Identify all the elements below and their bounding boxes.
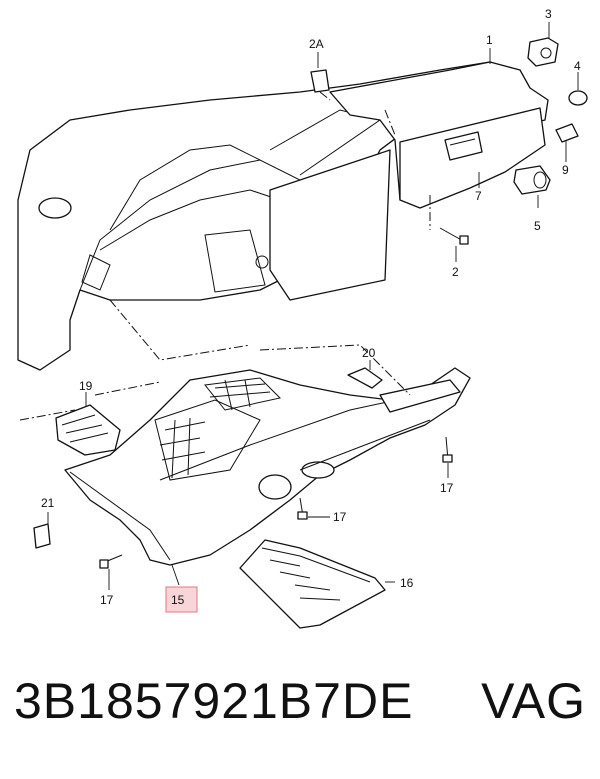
part-16-tray	[239, 539, 386, 629]
footer: 3B1857921B7DE VAG	[0, 672, 600, 762]
callout-4: 4	[574, 59, 581, 73]
brand-label: VAG	[481, 673, 586, 729]
callout-labels: 2A 1 3 4 9 7 5 2 20 19 17 17 21 17 16 15	[41, 7, 581, 613]
screw-17-right	[442, 436, 453, 463]
callout-16: 16	[400, 576, 414, 590]
callout-5: 5	[534, 219, 541, 233]
callout-7: 7	[475, 189, 482, 203]
part-3-lock-cylinder	[527, 37, 559, 67]
dashboard-shell	[17, 61, 513, 371]
part-9-bushing	[555, 123, 579, 143]
callout-15: 15	[171, 593, 185, 607]
callout-1: 1	[486, 33, 493, 47]
part-19-bracket	[55, 404, 121, 456]
part-15-glove-box-housing	[64, 367, 471, 566]
callout-20: 20	[362, 346, 376, 360]
assembly-lines	[19, 91, 431, 421]
callout-17-right: 17	[440, 481, 454, 495]
leader-lines	[47, 22, 579, 590]
screw-2	[439, 227, 469, 245]
part-4-cap	[568, 90, 588, 106]
callout-3: 3	[545, 7, 552, 21]
part-20-clip	[347, 367, 383, 389]
callout-2: 2	[452, 265, 459, 279]
callout-21: 21	[41, 496, 55, 510]
callout-15-highlight	[165, 586, 198, 613]
callout-17-left: 17	[100, 593, 114, 607]
part-5-cylinder	[513, 165, 551, 195]
part-number: 3B1857921B7DE	[14, 673, 414, 729]
callout-17-middle: 17	[333, 510, 347, 524]
screw-17-middle	[297, 497, 308, 520]
callout-9: 9	[562, 163, 569, 177]
part-2a-clip	[310, 69, 330, 93]
exploded-parts-diagram: 2A 1 3 4 9 7 5 2 20 19 17 17 21 17 16 15	[17, 7, 588, 629]
screw-17-left	[99, 554, 123, 569]
callout-2a: 2A	[309, 37, 324, 51]
callout-19: 19	[79, 379, 93, 393]
part-1-trim-panel	[329, 61, 549, 209]
part-21-clip	[33, 523, 51, 549]
